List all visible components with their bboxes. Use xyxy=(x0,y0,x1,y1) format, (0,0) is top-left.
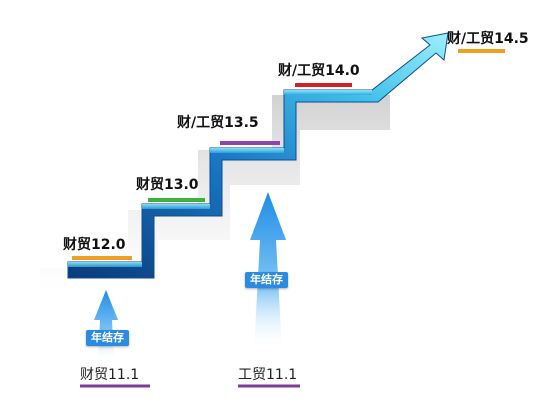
step-4-top xyxy=(284,90,372,95)
step-2-top xyxy=(142,204,210,209)
base-1-badge: 年结存 xyxy=(86,330,129,346)
step-4-label: 财/工贸14.0 xyxy=(278,63,360,79)
step-1-label: 财贸12.0 xyxy=(63,237,126,253)
step-3-label: 财/工贸13.5 xyxy=(177,115,259,131)
step-5-label: 财/工贸14.5 xyxy=(447,31,529,47)
step-3-top xyxy=(210,148,284,153)
base-2-label: 工贸11.1 xyxy=(238,367,298,383)
up-arrow-small xyxy=(94,290,118,360)
base-2-badge: 年结存 xyxy=(245,272,288,288)
step-1-top xyxy=(68,262,142,267)
up-arrow-large xyxy=(250,192,286,350)
step-2-label: 财贸13.0 xyxy=(136,177,199,193)
base-1-label: 财贸11.1 xyxy=(80,367,140,383)
